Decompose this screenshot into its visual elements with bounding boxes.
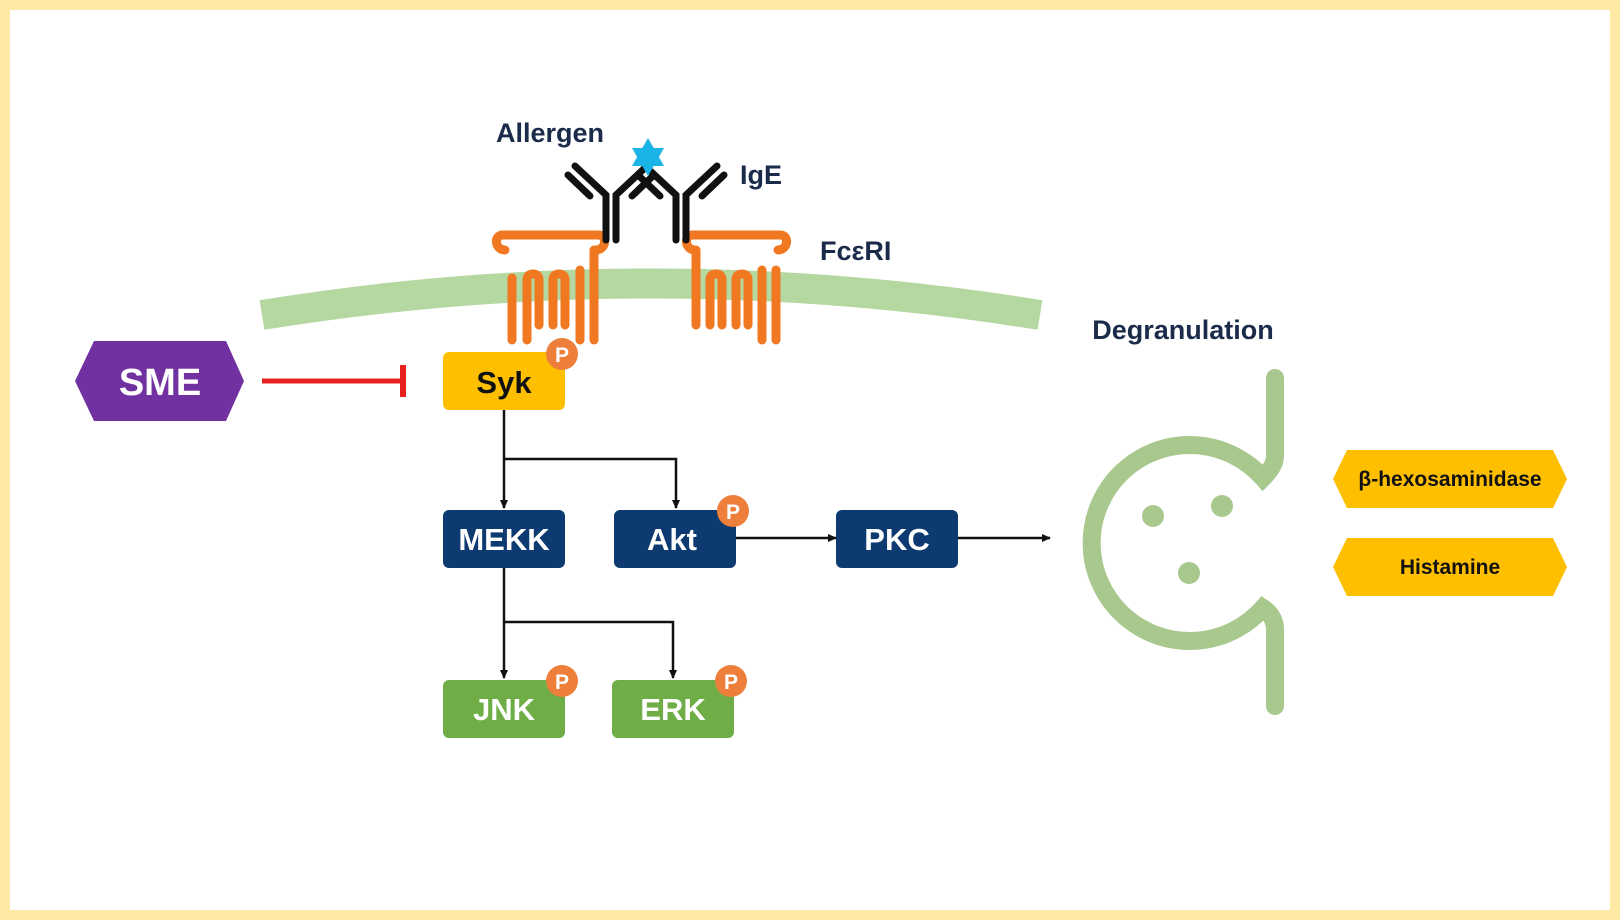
cell-membrane [259,268,1043,330]
fceri-receptor-left [492,230,609,345]
phospho-badge-erk: P [715,665,747,697]
akt-node [614,510,736,568]
granule-2 [1211,495,1233,517]
svg-text:P: P [555,344,569,367]
svg-text:P: P [724,671,738,694]
akt-label: Akt [647,522,697,557]
inhibition-bar [262,365,406,397]
pathway-arrows [500,410,1051,679]
degranulating-vesicle [1082,369,1284,715]
phospho-badge-syk: P [546,338,578,370]
sme-label: SME [119,362,201,404]
allergen-label: Allergen [496,118,604,148]
ige-label: IgE [740,160,782,190]
arrow-mekk-erk [504,620,677,679]
granule-3 [1178,562,1200,584]
fceri-label: FcεRI [820,236,891,266]
fceri-receptor-right [682,230,791,345]
jnk-label: JNK [473,692,536,727]
beta-hexosaminidase-label: β-hexosaminidase [1358,468,1541,491]
jnk-node [443,680,565,738]
granule-1 [1142,505,1164,527]
erk-label: ERK [640,692,706,727]
erk-node [612,680,734,738]
degranulation-label: Degranulation [1092,315,1274,345]
syk-node [443,352,565,410]
ige-antibody-right [634,162,728,244]
phospho-badge-akt: P [717,495,749,527]
allergen-star-icon [632,138,664,176]
mekk-label: MEKK [458,522,550,557]
histamine-label: Histamine [1400,556,1500,579]
svg-text:P: P [555,671,569,694]
released-beta-hexosaminidase [1333,450,1567,508]
pkc-label: PKC [864,522,929,557]
syk-label: Syk [476,365,532,400]
phospho-badge-jnk: P [546,665,578,697]
pkc-node [836,510,958,568]
sme-hexagon [75,341,244,421]
mekk-node [443,510,565,568]
svg-text:P: P [726,501,740,524]
released-histamine [1333,538,1567,596]
arrow-syk-akt [504,457,680,509]
